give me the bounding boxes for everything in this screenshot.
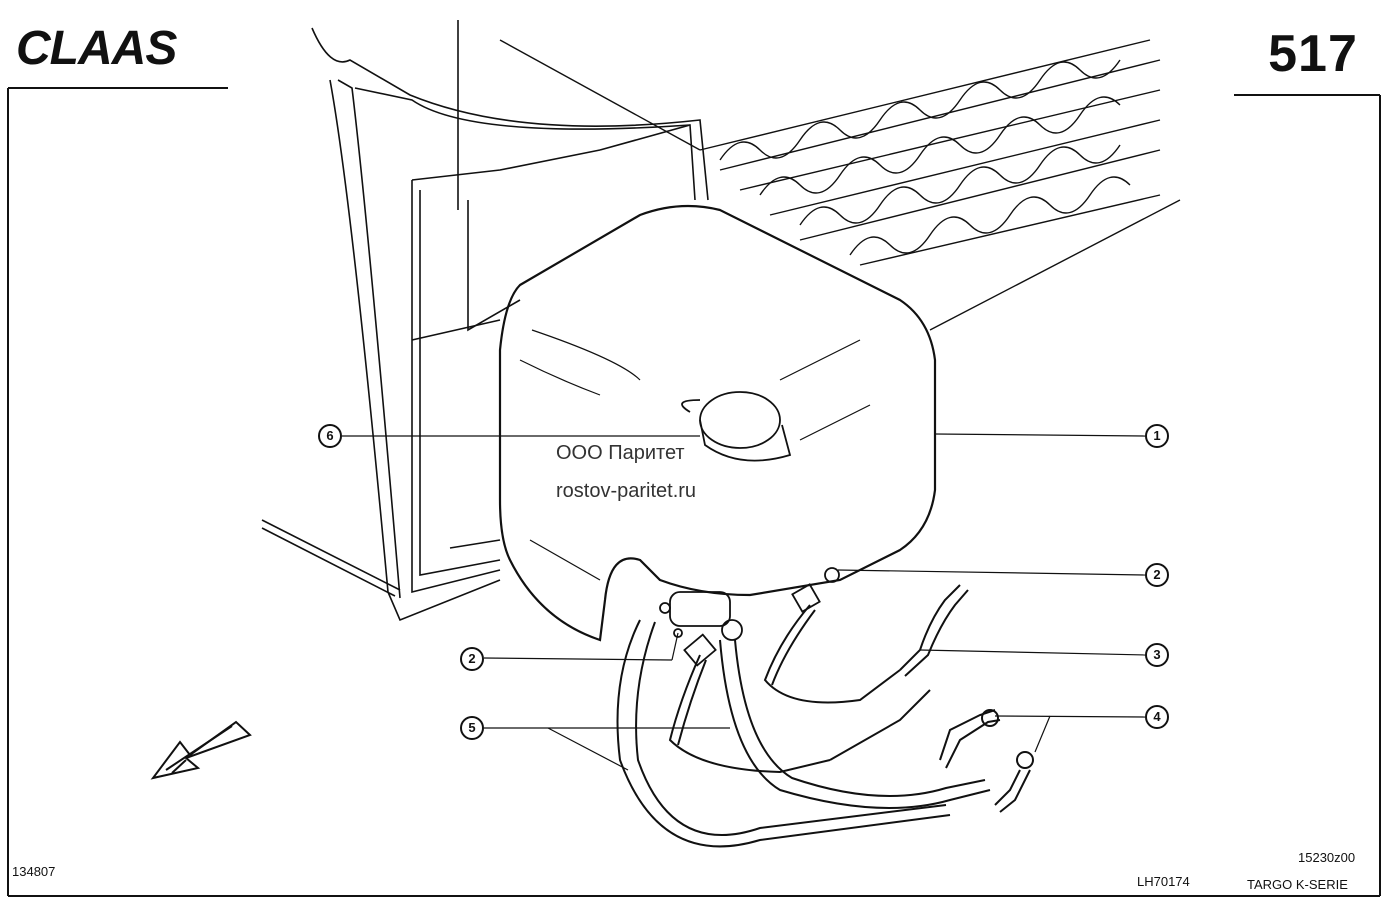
callout-1: 1 <box>1145 424 1169 448</box>
filler-cap <box>681 391 792 462</box>
washer-tank <box>498 204 937 642</box>
callout-5: 5 <box>460 716 484 740</box>
radiator-grille <box>499 39 1181 331</box>
callout-2-left: 2 <box>460 647 484 671</box>
footer-series: TARGO K-SERIE <box>1247 877 1348 892</box>
watermark-url: rostov-paritet.ru <box>556 480 697 502</box>
wiring-and-hoses <box>616 584 1034 848</box>
footer-left-code: 134807 <box>12 864 56 879</box>
footer-diagram-code: LH70174 <box>1137 874 1190 889</box>
cab-structure <box>261 20 709 622</box>
callout-6: 6 <box>318 424 342 448</box>
watermark-company: ООО Паритет <box>556 442 685 464</box>
direction-arrow-icon <box>150 720 252 780</box>
page-border <box>7 87 1381 897</box>
footer-drawing-ref: 15230z00 <box>1298 850 1356 865</box>
claas-logo: CLAAS <box>16 22 178 70</box>
svg-text:CLAAS: CLAAS <box>16 22 177 70</box>
callout-4: 4 <box>1145 705 1169 729</box>
page-number: 517 <box>1268 25 1358 83</box>
pump-assembly <box>659 567 840 667</box>
callout-2-right: 2 <box>1145 563 1169 587</box>
callout-3: 3 <box>1145 643 1169 667</box>
leader-lines <box>342 433 1147 771</box>
